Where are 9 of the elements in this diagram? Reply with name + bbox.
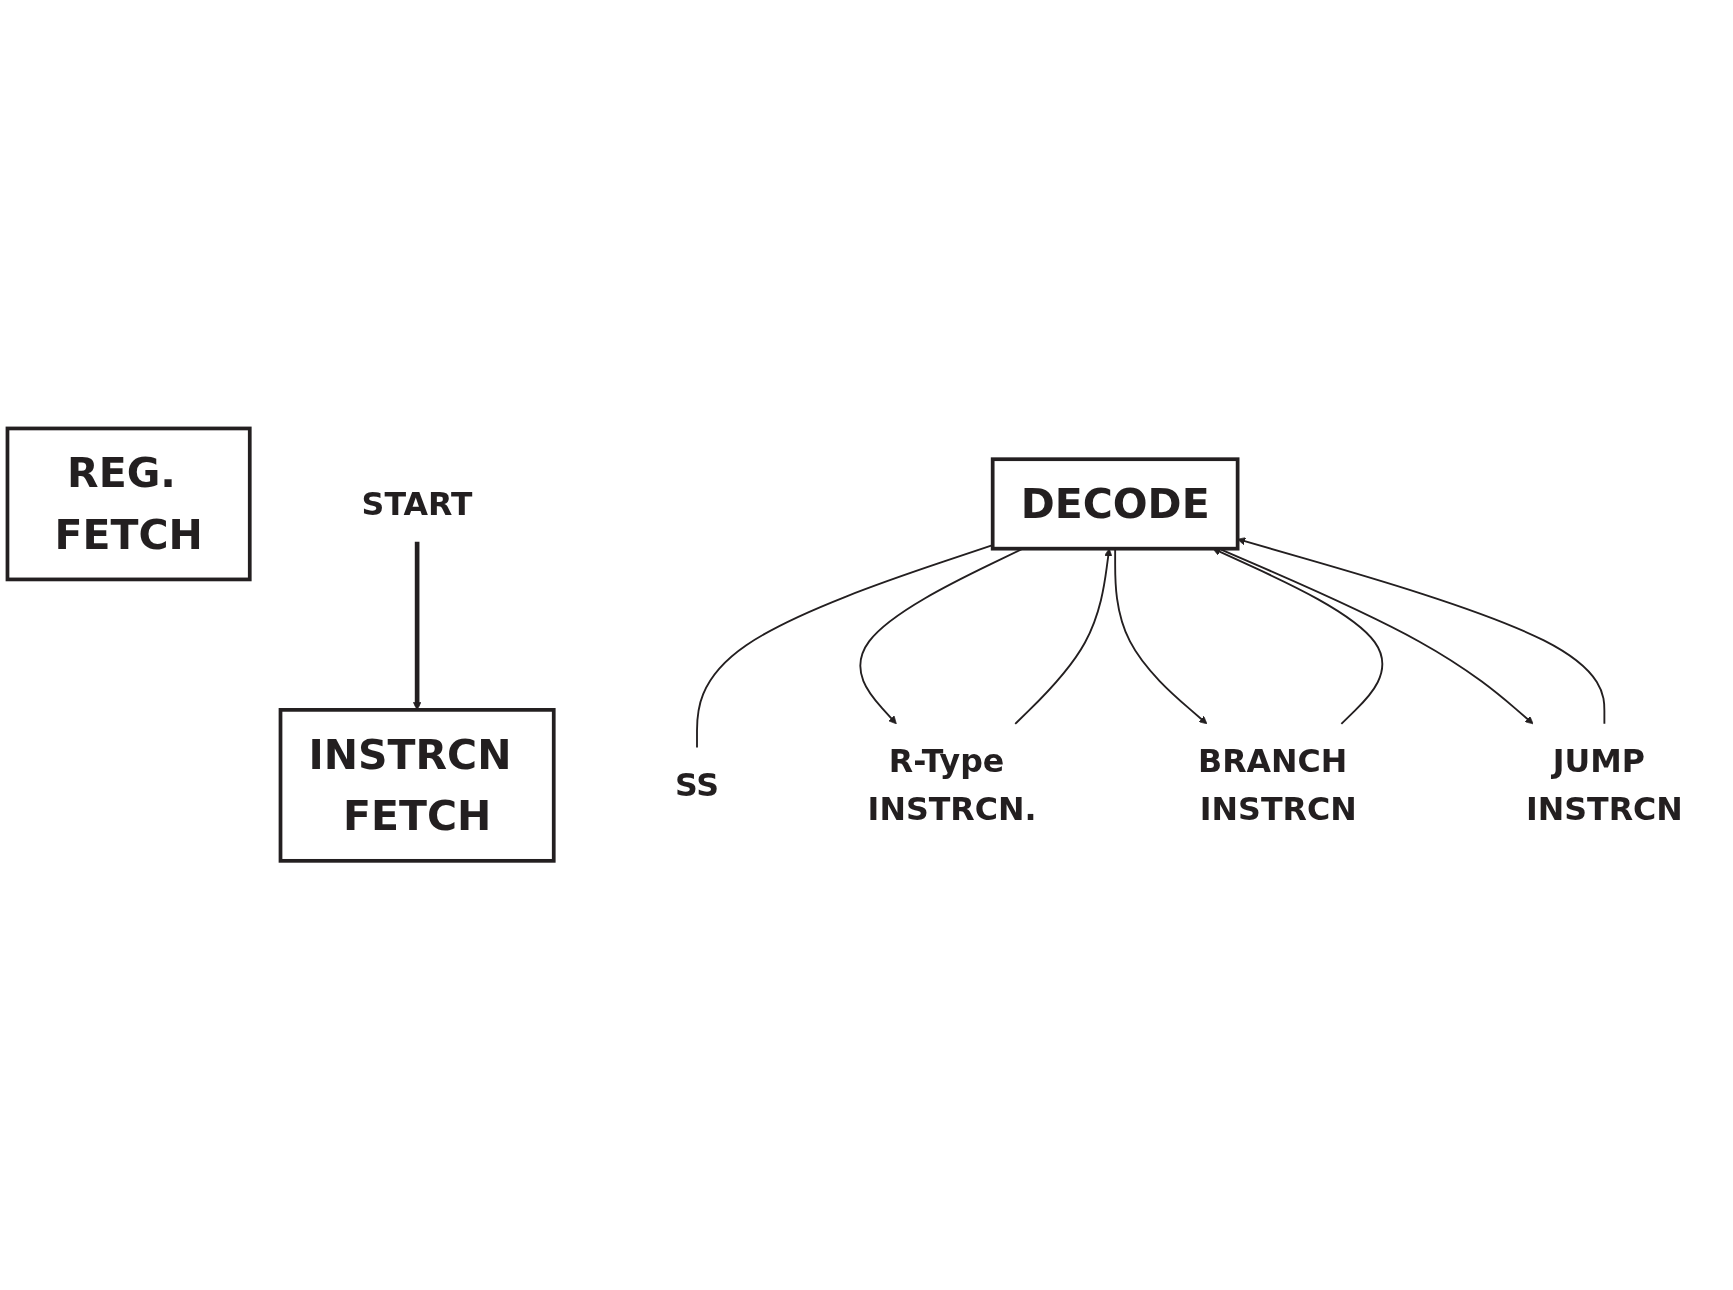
arrow	[413, 542, 422, 711]
node-box: DECODE	[990, 457, 1240, 551]
node-text: START	[361, 485, 473, 523]
node-text: R-Type INSTRCN.	[867, 742, 1037, 828]
node-box: REG. FETCH	[5, 426, 252, 582]
node-text: JUMP INSTRCN	[1525, 742, 1683, 828]
node-text: BRANCH INSTRCN	[1198, 742, 1357, 828]
node-box: INSTRCN FETCH	[278, 708, 556, 864]
node-text: SS	[674, 766, 720, 804]
